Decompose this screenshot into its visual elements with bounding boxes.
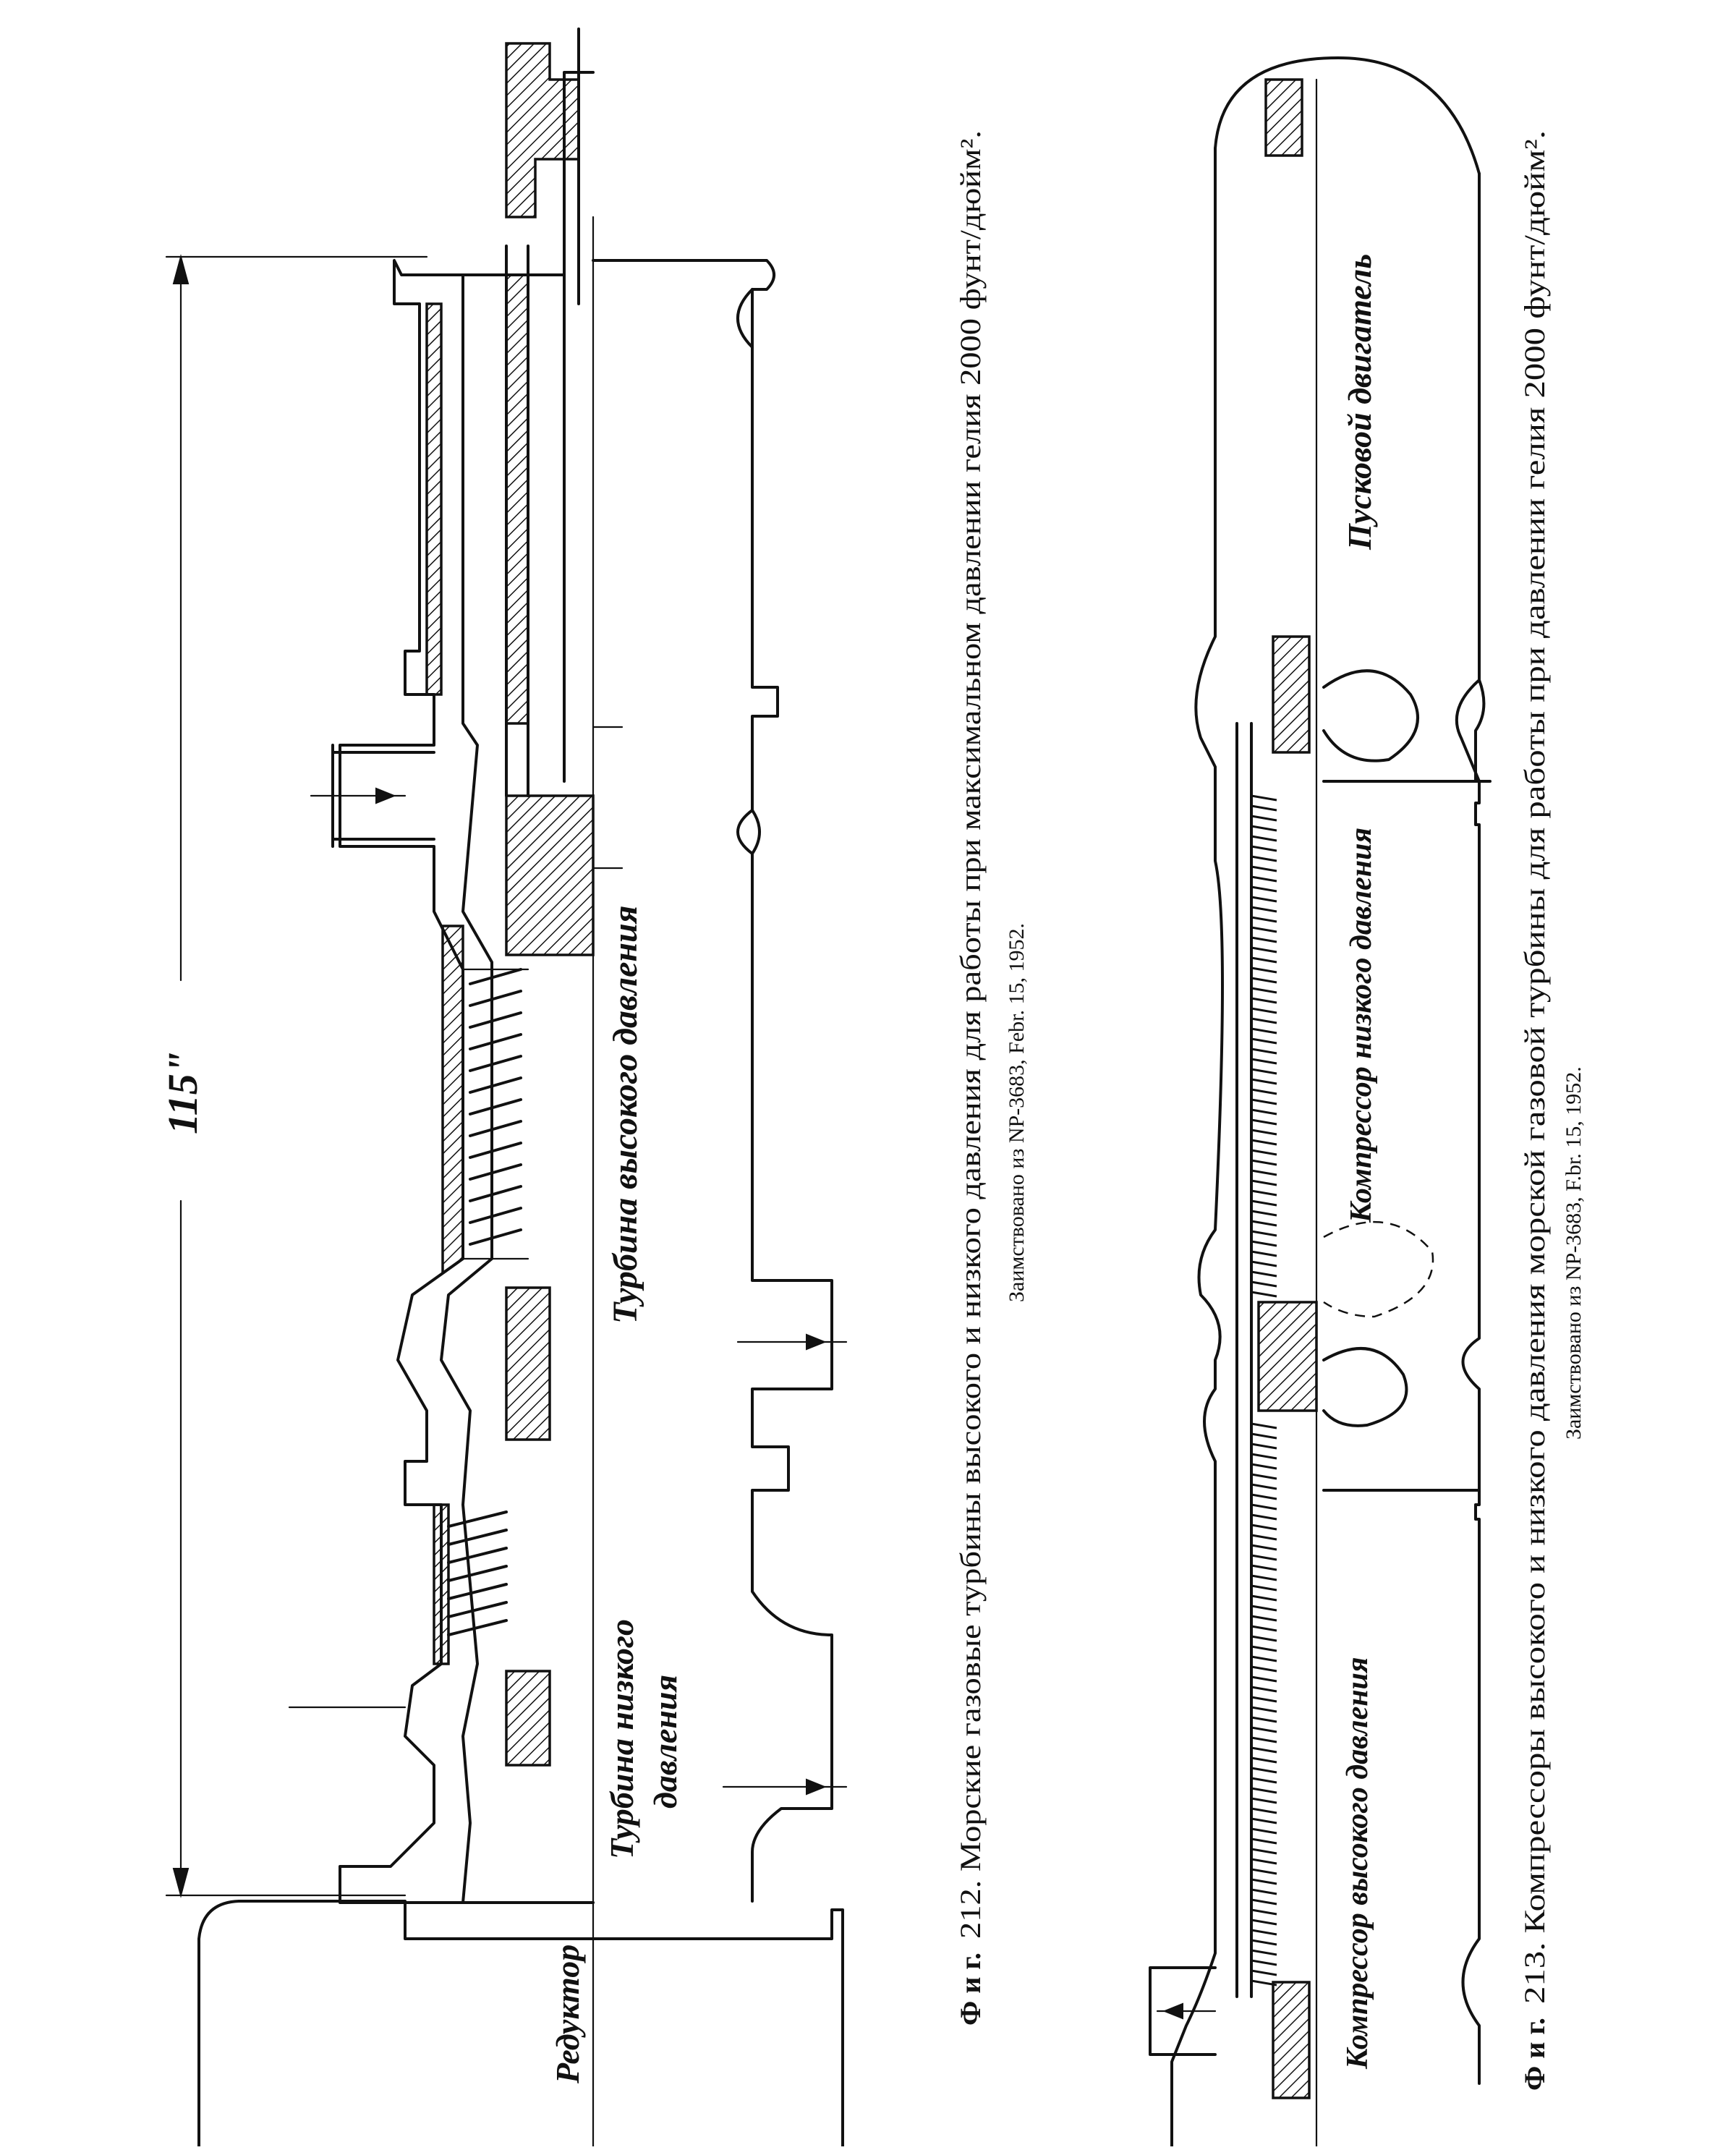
starter-dome-hatch <box>1264 78 1303 157</box>
starter-dome <box>1214 56 1492 783</box>
compressor-inner-wall <box>1235 722 1253 1998</box>
reducer-label: Редуктор <box>549 1945 586 2084</box>
hatched-casing-wall <box>425 302 464 1665</box>
hp-turbine-label: Турбина высокого давления <box>606 906 644 1324</box>
figure-212-source: Заимствовано из NP-3683, Febr. 15, 1952. <box>1005 923 1029 1302</box>
lp-turbine-blades <box>447 1510 508 1636</box>
lp-bearing-block <box>505 1670 551 1767</box>
figure-213-compressor-drawing: Пусковой двигатель Компрессор низкого да… <box>1149 56 1586 2148</box>
reducer-housing <box>197 1900 844 2148</box>
shaft-tube-hatch <box>505 273 529 725</box>
hp-turbine-blades <box>461 968 529 1260</box>
compressor-blade-stack <box>1251 794 1277 1987</box>
coupling-block <box>1257 1301 1318 1412</box>
drum-inner-line <box>736 288 754 855</box>
top-flange-assembly <box>505 42 580 218</box>
lp-turbine-label-line2: давления <box>647 1675 684 1809</box>
figure-213-caption: 213. Компрессоры высокого и низкого давл… <box>1518 130 1551 2004</box>
compressor-bell-outline-1 <box>1323 1220 1434 1318</box>
dimension-label: 115" <box>159 1050 206 1134</box>
figure-212-caption-prefix: Ф и г. <box>954 1953 987 2026</box>
starter-rotor <box>1272 635 1311 754</box>
figure-213-caption-prefix: Ф и г. <box>1518 2018 1551 2091</box>
dimension-line <box>165 254 428 1898</box>
turbine-drum-body <box>592 259 833 1903</box>
inlet-pipe <box>310 744 435 848</box>
flow-arrows <box>288 726 848 1796</box>
lp-turbine-label-line1: Турбина низкого <box>603 1619 640 1859</box>
turbine-inner-casing <box>440 273 493 1904</box>
coupling-block-2 <box>1272 1981 1311 2099</box>
turbine-outer-casing <box>339 71 595 1904</box>
hp-compressor-label: Компрессор высокого давления <box>1341 1657 1374 2070</box>
compressor-drum-body <box>1455 172 1481 2085</box>
figure-213-source: Заимствовано из NP-3683, F.br. 15, 1952. <box>1562 1066 1586 1440</box>
figure-212-turbine-drawing: 115" Редуктор <box>159 27 1029 2148</box>
figure-212-caption: 212. Морские газовые турбины высокого и … <box>954 130 987 1939</box>
compressor-bell-outline-2 <box>1322 1347 1408 1427</box>
outlet-pipe <box>1149 1966 1217 2056</box>
compressor-outer-casing <box>1170 147 1224 2148</box>
lp-compressor-label: Компрессор низкого давления <box>1345 828 1378 1223</box>
starter-label: Пусковой двигатель <box>1341 254 1378 551</box>
hp-bearing-block <box>505 794 595 956</box>
starter-bell-outline <box>1322 669 1419 762</box>
mid-bearing-block <box>505 1286 551 1441</box>
